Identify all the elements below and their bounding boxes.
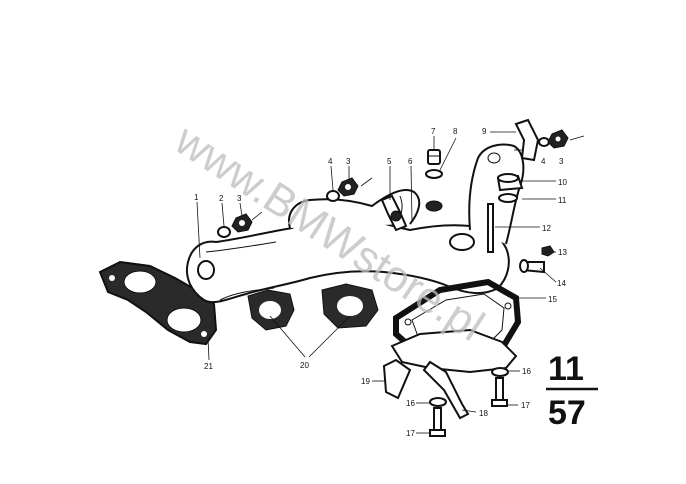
callout-labels: 1 2 3 4 3 5 6 7 8 9 4 3 10 11 12 13 14 1… [194, 127, 567, 438]
bolt-14[interactable] [519, 259, 545, 274]
bracket-19[interactable] [382, 358, 412, 400]
nut-3-left[interactable] [231, 213, 253, 233]
bolt-17-left[interactable] [429, 407, 446, 437]
gasket-21[interactable] [98, 260, 218, 346]
callout-8: 8 [453, 127, 458, 136]
callout-7: 7 [431, 127, 436, 136]
washer-16-left[interactable] [429, 397, 447, 407]
nut-13[interactable] [541, 245, 555, 257]
callout-3: 3 [237, 194, 242, 203]
callout-13: 13 [558, 248, 567, 257]
callout-14: 14 [557, 279, 566, 288]
nut-3-center[interactable] [337, 177, 359, 197]
callout-19: 19 [361, 377, 370, 386]
washer-16-right[interactable] [491, 367, 509, 377]
callout-16: 16 [406, 399, 415, 408]
section-group: 11 [548, 350, 584, 388]
callout-2: 2 [219, 194, 224, 203]
callout-17: 17 [406, 429, 415, 438]
callout-3: 3 [346, 157, 351, 166]
callout-18: 18 [479, 409, 488, 418]
callout-5: 5 [387, 157, 392, 166]
stud-12[interactable] [487, 203, 494, 253]
callout-16: 16 [522, 367, 531, 376]
callout-20: 20 [300, 361, 309, 370]
callout-10: 10 [558, 178, 567, 187]
port-opening [425, 200, 443, 212]
callout-15: 15 [548, 295, 557, 304]
nut-3-right[interactable] [547, 129, 569, 149]
fitting-5[interactable] [380, 194, 408, 232]
callout-12: 12 [542, 224, 551, 233]
callout-11: 11 [558, 196, 567, 205]
clamp-9[interactable] [514, 118, 540, 162]
callout-21: 21 [204, 362, 213, 371]
bolt-17-right[interactable] [491, 377, 508, 407]
callout-4: 4 [328, 157, 333, 166]
callout-17: 17 [521, 401, 530, 410]
plug-10[interactable] [496, 173, 524, 192]
gasket-20-left[interactable] [247, 289, 295, 331]
callout-1: 1 [194, 193, 199, 202]
callout-3: 3 [559, 157, 564, 166]
callout-9: 9 [482, 127, 487, 136]
washer-8[interactable] [425, 169, 443, 179]
plug-7[interactable] [427, 149, 441, 165]
callout-6: 6 [408, 157, 413, 166]
washer-2[interactable] [217, 226, 231, 238]
callout-4: 4 [541, 157, 546, 166]
washer-4-center[interactable] [326, 190, 340, 202]
section-number: 11 57 [546, 350, 598, 432]
leader-lines [196, 131, 585, 434]
washer-11[interactable] [498, 193, 518, 203]
bracket-18[interactable] [390, 328, 518, 420]
gasket-20-right[interactable] [321, 283, 379, 329]
section-page: 57 [548, 394, 586, 432]
